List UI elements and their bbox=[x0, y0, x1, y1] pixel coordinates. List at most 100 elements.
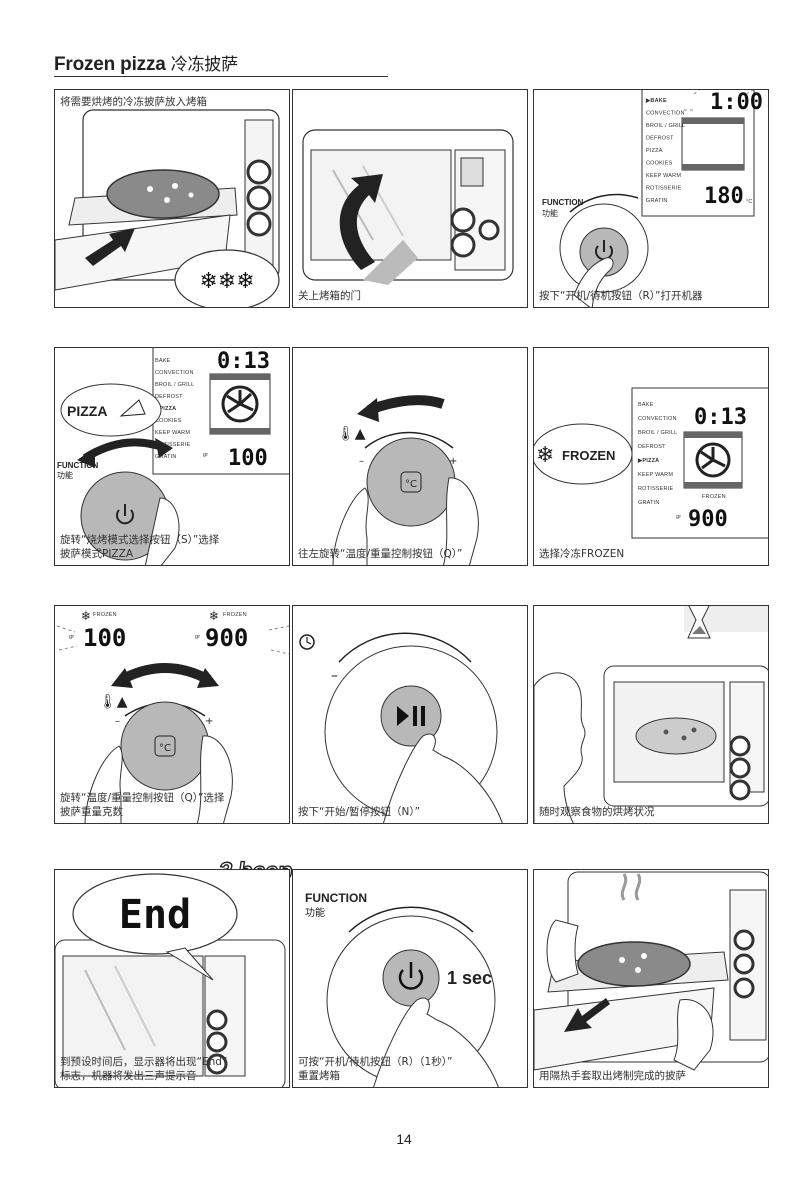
function-label: FUNCTION bbox=[57, 461, 99, 470]
person-face-illustration bbox=[534, 672, 586, 823]
snowflake-icon: ❄❄❄ bbox=[199, 269, 254, 294]
display-temperature: 180 bbox=[704, 184, 744, 209]
pull-arrow-icon bbox=[564, 998, 610, 1032]
step-2-caption: 关上烤箱的门 bbox=[298, 290, 361, 302]
frozen-tag-right: FROZEN bbox=[223, 612, 247, 618]
page-number: 14 bbox=[396, 1131, 412, 1147]
snowflake-icon-left: ❄ bbox=[81, 609, 91, 623]
plus-label: + bbox=[449, 456, 457, 467]
step-2-close-door: 关上烤箱的门 bbox=[292, 89, 528, 308]
left-hand-illustration bbox=[332, 487, 369, 565]
menu-item: CONVECTION bbox=[646, 111, 685, 117]
push-arrow-icon bbox=[85, 228, 135, 266]
step-9-observe: 随时观察食物的烘烤状况 bbox=[533, 605, 769, 824]
pizza-shape bbox=[577, 941, 691, 987]
weight-unit-right: gr bbox=[195, 634, 200, 640]
step-12-remove: 用隔热手套取出烤制完成的披萨 bbox=[533, 869, 769, 1088]
oven-closing-illustration bbox=[302, 129, 514, 285]
weight-select-illustration: ❄ FROZEN 100 gr ❄ FROZEN 900 gr 🌡︎▲ – + … bbox=[56, 609, 289, 823]
display-weight: 900 bbox=[688, 507, 728, 532]
pizza-shape bbox=[106, 169, 220, 219]
power-icon bbox=[116, 504, 134, 525]
power-icon bbox=[398, 962, 424, 990]
step-11-caption-line-1: 可按“开机/待机按钮（R）（1秒）” bbox=[298, 1056, 453, 1068]
rotate-both-arrow-icon bbox=[118, 663, 212, 685]
step-7-caption: 旋转“温度/重量控制按钮（Q）”选择 披萨重量克数 bbox=[60, 791, 224, 819]
menu-item: GRATIN bbox=[155, 454, 177, 460]
step-8-caption: 按下“开始/暂停按钮（N）” bbox=[298, 806, 421, 818]
temp-knob-turn-left-illustration: 🌡︎▲ – + °C bbox=[332, 395, 479, 565]
menu-item: COOKIES bbox=[646, 161, 673, 167]
function-label: FUNCTION bbox=[305, 891, 367, 905]
menu-item: KEEP WARM bbox=[638, 472, 673, 478]
menu-item: BROIL / GRILL bbox=[638, 430, 677, 436]
menu-item: KEEP WARM bbox=[155, 430, 190, 436]
step-1-insert-pizza: ❄❄❄ 将需要烘烤的冷冻披萨放入烤箱 bbox=[54, 89, 290, 308]
close-arrow-icon bbox=[339, 174, 383, 270]
minus-label: – bbox=[359, 456, 364, 467]
function-label-chinese: 功能 bbox=[305, 906, 325, 919]
pizza-slice-icon bbox=[119, 399, 146, 417]
function-label-chinese: 功能 bbox=[57, 470, 73, 480]
title-underline bbox=[54, 76, 388, 77]
menu-item: ▶PIZZA bbox=[154, 405, 176, 412]
step-11-caption-line-2: 重置烤箱 bbox=[298, 1070, 340, 1082]
step-8-start: – + 按下“开始/暂停按钮（N）” bbox=[292, 605, 528, 824]
plus-label: + bbox=[205, 716, 213, 727]
celsius-icon: °C bbox=[405, 479, 417, 490]
display-time: 0:13 bbox=[694, 405, 747, 430]
display-time: 1:00 bbox=[710, 90, 763, 115]
steam-icon bbox=[620, 873, 642, 901]
page-title: Frozen pizza 冷冻披萨 bbox=[54, 50, 238, 76]
weight-unit: gr bbox=[203, 452, 208, 458]
frozen-tag-left: FROZEN bbox=[93, 612, 117, 618]
menu-item: DEFROST bbox=[155, 394, 183, 400]
step-10-caption-line-1: 到预设时间后，显示器将出现“End” bbox=[60, 1056, 228, 1068]
snowflake-icon: ❄ bbox=[536, 443, 554, 468]
oven-with-pizza-illustration: ❄❄❄ bbox=[55, 109, 280, 307]
step-4-caption-line-1: 旋转“烧烤模式选择按钮（S）”选择 bbox=[60, 534, 220, 546]
menu-item: BROIL / GRILL bbox=[646, 123, 685, 129]
reset-button-illustration: FUNCTION 功能 1 sec bbox=[305, 891, 499, 1087]
menu-item: KEEP WARM bbox=[646, 173, 681, 179]
menu-item: ▶PIZZA bbox=[637, 457, 659, 464]
menu-item: ROTISSERIE bbox=[646, 186, 681, 192]
finger-press-illustration bbox=[383, 733, 503, 823]
step-1-caption: 将需要烘烤的冷冻披萨放入烤箱 bbox=[60, 96, 207, 108]
finger-press-illustration bbox=[373, 997, 499, 1087]
menu-item: CONVECTION bbox=[155, 370, 194, 376]
step-9-caption: 随时观察食物的烘烤状况 bbox=[539, 806, 655, 818]
menu-item: BAKE bbox=[638, 402, 654, 408]
menu-item: PIZZA bbox=[646, 148, 663, 154]
frozen-tag: FROZEN bbox=[702, 494, 726, 500]
step-4-caption: 旋转“烧烤模式选择按钮（S）”选择 披萨模式PIZZA bbox=[60, 533, 219, 561]
clock-icon bbox=[299, 634, 315, 650]
title-english: Frozen pizza bbox=[54, 54, 166, 75]
weight-unit-left: gr bbox=[69, 634, 74, 640]
pizza-callout: PIZZA bbox=[67, 403, 107, 419]
observe-oven-illustration bbox=[534, 606, 768, 823]
menu-item: ROTISSERIE bbox=[155, 442, 190, 448]
step-5-turn-left: 🌡︎▲ – + °C 往左旋转“温度/重量控制按钮（Q）” bbox=[292, 347, 528, 566]
title-chinese: 冷冻披萨 bbox=[170, 55, 238, 75]
right-hand-illustration bbox=[442, 477, 479, 565]
step-7-caption-line-2: 披萨重量克数 bbox=[60, 806, 123, 818]
step-4-caption-line-2: 披萨模式PIZZA bbox=[60, 548, 133, 560]
menu-item: GRATIN bbox=[646, 198, 668, 204]
step-10-end: End 到预设时间后，显示器将出现“End” 标志，机器将发出三声提示音 bbox=[54, 869, 290, 1088]
menu-item: GRATIN bbox=[638, 500, 660, 506]
start-button-illustration: – + bbox=[299, 632, 503, 823]
step-7-caption-line-1: 旋转“温度/重量控制按钮（Q）”选择 bbox=[60, 792, 225, 804]
menu-item: ROTISSERIE bbox=[638, 486, 673, 492]
end-display: End bbox=[119, 892, 191, 938]
oven-mitt-left bbox=[546, 919, 579, 983]
menu-item: BAKE bbox=[155, 358, 171, 364]
frozen-callout: FROZEN bbox=[562, 448, 615, 463]
display-time: 0:13 bbox=[217, 349, 270, 374]
